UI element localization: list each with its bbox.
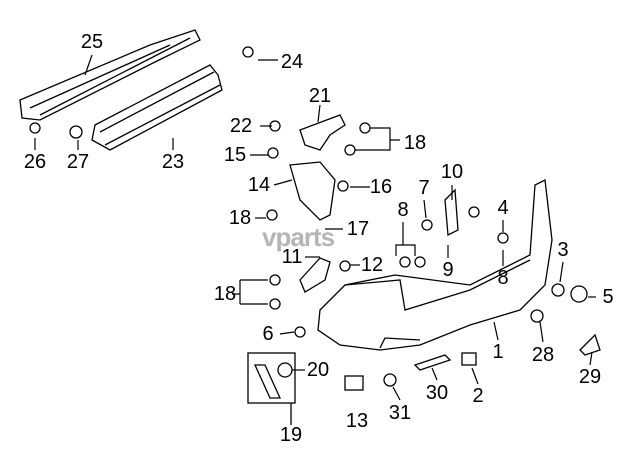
callout-20: 20	[306, 359, 330, 381]
callout-5: 5	[602, 286, 614, 308]
callout-29: 29	[578, 366, 602, 388]
emblem-kit-box	[247, 352, 296, 404]
callout-24: 24	[280, 51, 304, 73]
callout-6: 6	[262, 323, 274, 345]
callout-28: 28	[531, 344, 555, 366]
callout-18: 18	[213, 283, 237, 305]
callout-10: 10	[440, 161, 464, 183]
callout-8: 8	[397, 199, 409, 221]
callout-14: 14	[247, 174, 271, 196]
callout-3: 3	[557, 239, 569, 261]
callout-22: 22	[229, 115, 253, 137]
callout-16: 16	[369, 176, 393, 198]
callout-30: 30	[425, 382, 449, 404]
watermark: vparts	[262, 222, 335, 252]
callout-1: 1	[492, 341, 504, 363]
bumper-cover	[317, 179, 553, 351]
side-bracket	[289, 161, 336, 221]
callout-11: 11	[281, 246, 303, 268]
callout-8: 8	[497, 267, 509, 289]
callout-2: 2	[472, 385, 484, 407]
callout-26: 26	[23, 151, 47, 173]
callout-27: 27	[66, 151, 90, 173]
callout-19: 19	[279, 424, 303, 446]
callout-17: 17	[346, 218, 370, 240]
reinforcement-beam	[19, 29, 201, 121]
callout-25: 25	[80, 31, 104, 53]
callout-31: 31	[388, 402, 412, 424]
center-bracket	[299, 114, 346, 151]
callout-12: 12	[360, 254, 384, 276]
energy-absorber	[91, 64, 223, 151]
callout-18: 18	[403, 132, 427, 154]
callout-18: 18	[228, 207, 252, 229]
callout-13: 13	[345, 410, 369, 432]
callout-9: 9	[442, 259, 454, 281]
callout-15: 15	[223, 144, 247, 166]
callout-4: 4	[497, 197, 509, 219]
callout-23: 23	[161, 151, 185, 173]
callout-7: 7	[418, 177, 430, 199]
callout-21: 21	[308, 85, 332, 107]
